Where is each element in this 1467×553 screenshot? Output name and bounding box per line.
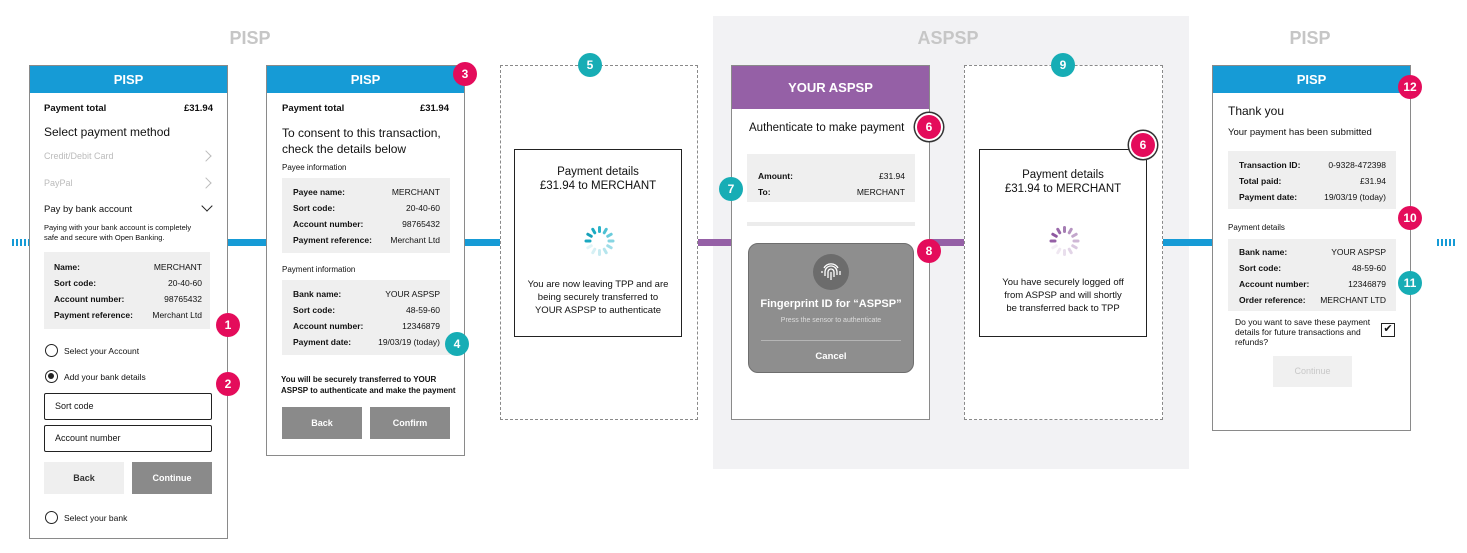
payment-details-amount: £31.94 to MERCHANT bbox=[539, 180, 657, 192]
return-msg-3: be transferred back to TPP bbox=[1006, 303, 1120, 314]
authenticate-heading: Authenticate to make payment bbox=[749, 122, 905, 134]
flow-line-dots-right bbox=[1437, 239, 1455, 246]
screen-consent: PISP Payment total £31.94 To consent to … bbox=[266, 65, 465, 456]
aspsp-header: YOUR ASPSP bbox=[732, 66, 929, 109]
back-button[interactable]: Back bbox=[282, 407, 362, 439]
payment-total-label: Payment total bbox=[282, 103, 345, 114]
radio-label-select-account: Select your Account bbox=[64, 346, 140, 356]
chevron-right-icon bbox=[200, 177, 212, 189]
payment-details-title: Payment details bbox=[1022, 169, 1104, 181]
select-method-heading: Select payment method bbox=[44, 125, 171, 139]
flow-line-seg4 bbox=[930, 239, 964, 246]
method-bank-account[interactable]: Pay by bank account bbox=[44, 204, 133, 215]
save-question-3: refunds? bbox=[1235, 337, 1269, 347]
step-badge-7: 7 bbox=[719, 177, 743, 201]
screen-select-payment-method: PISP Payment total £31.94 Select payment… bbox=[29, 65, 228, 539]
consent-heading-1: To consent to this transaction, bbox=[282, 126, 441, 140]
confirm-button[interactable]: Confirm bbox=[370, 407, 450, 439]
radio-select-bank[interactable] bbox=[45, 511, 58, 524]
payment-details-label: Payment details bbox=[1228, 223, 1285, 232]
step-badge-1: 1 bbox=[216, 313, 240, 337]
step-badge-6-return: 6 bbox=[1131, 133, 1155, 157]
step-badge-8: 8 bbox=[917, 239, 941, 263]
payment-details-title: Payment details bbox=[557, 166, 639, 178]
fingerprint-dialog: Fingerprint ID for “ASPSP” Press the sen… bbox=[748, 243, 914, 373]
radio-label-add-bank: Add your bank details bbox=[64, 372, 146, 382]
return-message-box: Payment details £31.94 to MERCHANT You h… bbox=[979, 149, 1147, 337]
sort-code-input[interactable]: Sort code bbox=[44, 393, 212, 420]
payment-info-label: Payment information bbox=[282, 265, 356, 274]
transfer-notice-2: ASPSP to authenticate and make the payme… bbox=[281, 386, 456, 395]
fingerprint-cancel-button[interactable]: Cancel bbox=[815, 351, 847, 362]
fingerprint-icon bbox=[813, 254, 849, 290]
transaction-summary-box: Transaction ID:0-9328-472398 Total paid:… bbox=[1228, 151, 1396, 209]
save-question-2: details for future transactions and bbox=[1235, 327, 1361, 337]
loading-spinner-icon bbox=[1049, 226, 1080, 256]
save-checkbox[interactable]: ✔ bbox=[1381, 323, 1395, 337]
transfer-notice-1: You will be securely transferred to YOUR bbox=[281, 375, 437, 384]
radio-label-select-bank: Select your bank bbox=[64, 513, 128, 523]
radio-select-account[interactable] bbox=[45, 344, 58, 357]
step-badge-2: 2 bbox=[216, 372, 240, 396]
step-badge-5: 5 bbox=[578, 53, 602, 77]
fingerprint-subtitle: Press the sensor to authenticate bbox=[780, 317, 882, 324]
back-button[interactable]: Back bbox=[44, 462, 124, 494]
section-label-aspsp: ASPSP bbox=[917, 28, 979, 48]
flow-line-seg5 bbox=[1163, 239, 1213, 246]
consent-heading-2: check the details below bbox=[282, 142, 407, 156]
step-badge-11: 11 bbox=[1398, 271, 1422, 295]
section-label-pisp-right: PISP bbox=[1289, 28, 1331, 48]
method-paypal[interactable]: PayPal bbox=[44, 178, 73, 188]
summary-box-edge bbox=[747, 222, 915, 226]
payment-details-amount: £31.94 to MERCHANT bbox=[1004, 183, 1122, 195]
chevron-down-icon[interactable] bbox=[201, 200, 213, 212]
thank-you-heading: Thank you bbox=[1228, 104, 1285, 118]
return-msg-1: You have securely logged off bbox=[1002, 277, 1124, 288]
step-badge-12: 12 bbox=[1398, 75, 1422, 99]
method-credit-card[interactable]: Credit/Debit Card bbox=[44, 151, 114, 161]
transfer-msg-1: You are now leaving TPP and are bbox=[527, 279, 669, 290]
transfer-msg-3: YOUR ASPSP to authenticate bbox=[534, 305, 662, 316]
step-badge-10: 10 bbox=[1398, 206, 1422, 230]
payee-details-box: Payee name:MERCHANT Sort code:20-40-60 A… bbox=[282, 178, 450, 253]
payment-total-value: £31.94 bbox=[183, 103, 213, 114]
step-badge-3: 3 bbox=[453, 62, 477, 86]
screen-aspsp-authenticate: YOUR ASPSP Authenticate to make payment … bbox=[731, 65, 930, 420]
payment-total-label: Payment total bbox=[44, 103, 107, 114]
screen-thank-you: PISP Thank you Your payment has been sub… bbox=[1212, 65, 1411, 431]
step-badge-6-aspsp: 6 bbox=[917, 115, 941, 139]
step-badge-4: 4 bbox=[445, 332, 469, 356]
flow-line-dots-left bbox=[12, 239, 30, 246]
transfer-msg-2: being securely transferred to bbox=[537, 292, 659, 303]
screen-header: PISP bbox=[1213, 66, 1410, 93]
flow-line-seg2 bbox=[465, 239, 500, 246]
payment-summary-box: Amount:£31.94 To:MERCHANT bbox=[747, 154, 915, 202]
chevron-right-icon bbox=[200, 150, 212, 162]
step-badge-9: 9 bbox=[1051, 53, 1075, 77]
bank-description-2: safe and secure with Open Banking. bbox=[44, 233, 165, 242]
fingerprint-title: Fingerprint ID for “ASPSP” bbox=[760, 298, 902, 310]
submitted-text: Your payment has been submitted bbox=[1228, 127, 1372, 138]
flow-line-seg1 bbox=[228, 239, 266, 246]
loading-spinner-icon bbox=[584, 226, 615, 256]
continue-button[interactable]: Continue bbox=[1273, 356, 1352, 387]
bank-description-1: Paying with your bank account is complet… bbox=[44, 223, 192, 232]
section-label-pisp-left: PISP bbox=[229, 28, 271, 48]
save-question-1: Do you want to save these payment bbox=[1235, 317, 1371, 327]
flow-line-seg3 bbox=[682, 239, 732, 246]
merchant-details-box: Name:MERCHANT Sort code:20-40-60 Account… bbox=[44, 252, 210, 329]
return-msg-2: from ASPSP and will shortly bbox=[1004, 290, 1122, 301]
account-number-input[interactable]: Account number bbox=[44, 425, 212, 452]
payment-total-value: £31.94 bbox=[419, 103, 449, 114]
radio-add-bank-details[interactable] bbox=[45, 370, 58, 383]
transfer-message-box: Payment details £31.94 to MERCHANT You a… bbox=[514, 149, 682, 337]
continue-button[interactable]: Continue bbox=[132, 462, 212, 494]
bank-details-box: Bank name:YOUR ASPSP Sort code:48-59-60 … bbox=[1228, 239, 1396, 311]
payee-info-label: Payee information bbox=[282, 163, 347, 172]
screen-header: PISP bbox=[30, 66, 227, 93]
payment-details-box: Bank name:YOUR ASPSP Sort code:48-59-60 … bbox=[282, 280, 450, 355]
dialog-divider bbox=[761, 340, 901, 341]
screen-header: PISP bbox=[267, 66, 464, 93]
